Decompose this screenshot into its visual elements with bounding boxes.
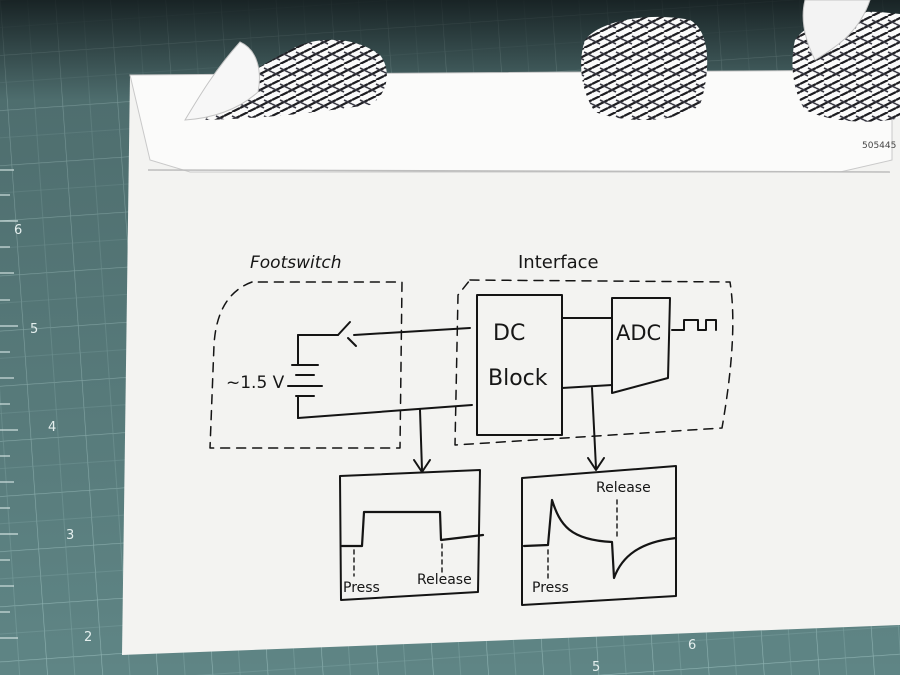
digital-output-wave — [671, 319, 717, 331]
right-plot-press-label: Press — [532, 580, 569, 596]
ruler-number: 6 — [14, 223, 22, 238]
dc-block-label-line2: Block — [488, 366, 548, 391]
dc-block-box — [476, 294, 563, 436]
ruler-number: 5 — [592, 660, 600, 675]
ruler-number: 3 — [66, 528, 74, 543]
ruler-number: 5 — [30, 322, 38, 337]
interface-boundary — [454, 279, 734, 446]
circuit-diagram: Footswitch Interface ~1.5 V DC Block A — [209, 252, 734, 606]
left-plot-frame — [339, 469, 481, 601]
right-plot-release-label: Release — [596, 480, 651, 496]
right-waveform-plot: Press Release — [521, 465, 678, 606]
left-plot-press-label: Press — [343, 580, 380, 596]
left-plot-square-pulse — [340, 510, 485, 548]
envelope-code: 505445 — [862, 141, 896, 151]
battery-symbol — [287, 364, 473, 419]
right-plot-spike-wave — [522, 498, 678, 580]
dc-block-label-line1: DC — [493, 321, 525, 346]
envelope: 505445 — [122, 0, 900, 655]
ruler-number: 2 — [84, 630, 92, 645]
adc-box — [611, 297, 671, 394]
switch-symbol — [297, 321, 471, 366]
probe-arrow-right — [587, 387, 605, 471]
left-waveform-plot: Press Release — [339, 469, 485, 601]
adc-label: ADC — [616, 321, 661, 345]
right-plot-frame — [521, 465, 677, 606]
footswitch-label: Footswitch — [250, 253, 342, 273]
ruler-number: 4 — [48, 420, 56, 435]
ruler-number: 6 — [688, 638, 696, 653]
interface-label: Interface — [518, 252, 599, 273]
left-plot-release-label: Release — [417, 572, 472, 588]
battery-voltage-label: ~1.5 V — [226, 373, 285, 393]
footswitch-boundary — [209, 281, 403, 449]
